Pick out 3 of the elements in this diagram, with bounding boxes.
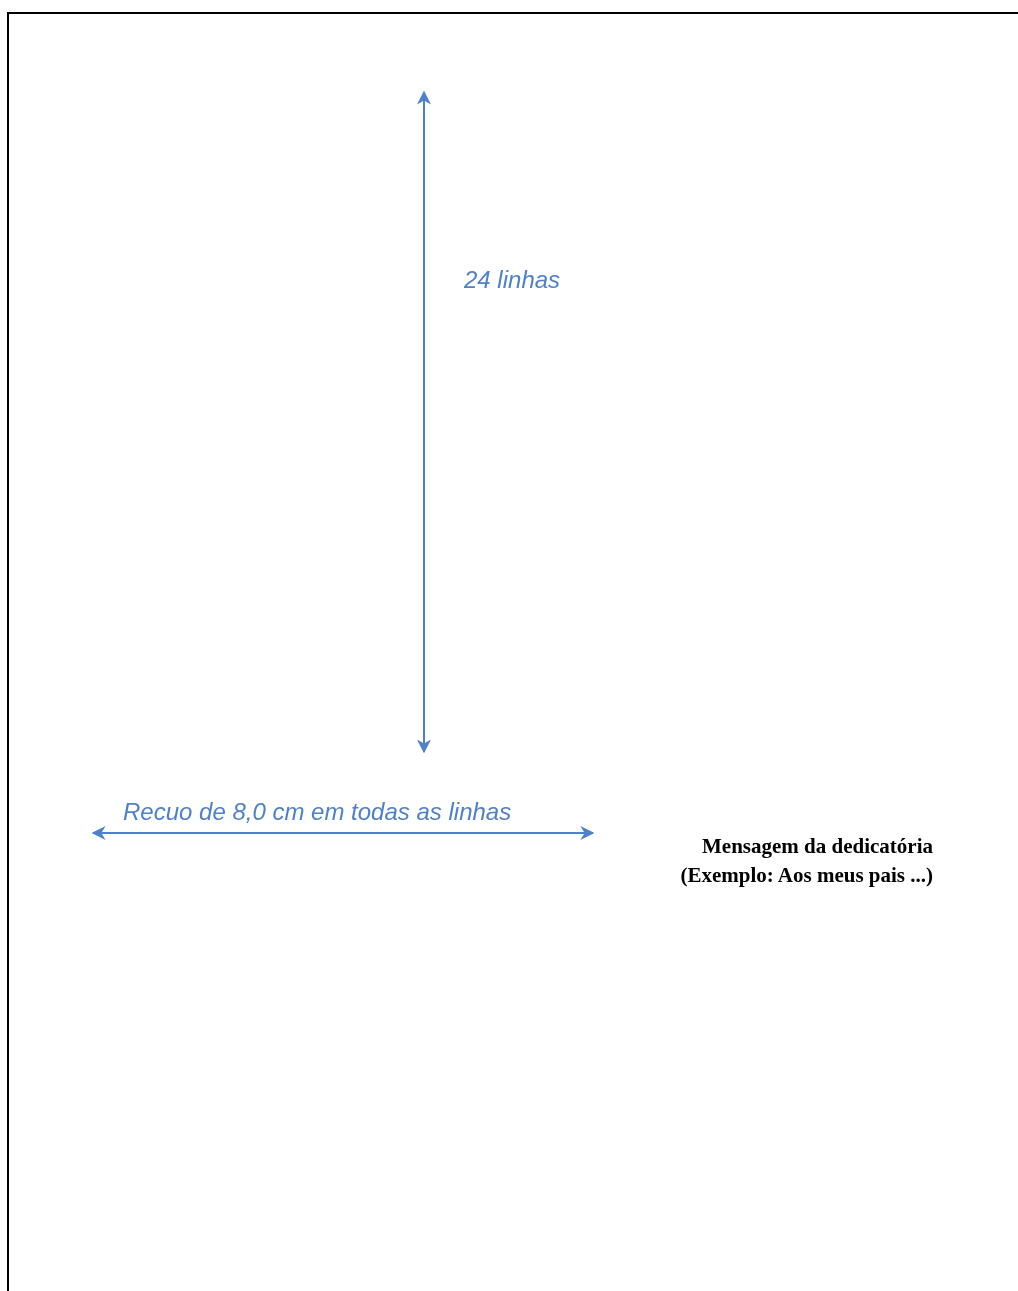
dedication-text: Mensagem da dedicatória (Exemplo: Aos meus pais ...) <box>679 833 933 889</box>
dimension-label: 24 linhas <box>464 268 561 292</box>
dimension-label: Recuo de 8,0 cm em todas as linhas <box>123 800 512 824</box>
